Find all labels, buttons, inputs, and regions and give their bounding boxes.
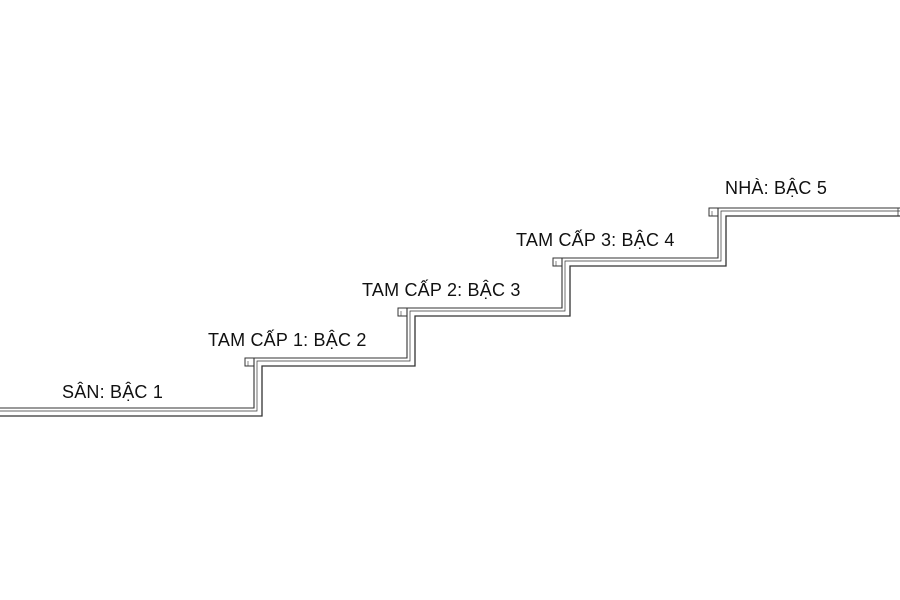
level-label-tam-cap-2: TAM CẤP 2: BẬC 3 bbox=[362, 280, 521, 300]
stair-nosing bbox=[397, 307, 407, 317]
stair-profile bbox=[0, 207, 900, 417]
stair-finish-line-outer bbox=[0, 207, 900, 409]
stair-finish-line-inner bbox=[0, 210, 900, 412]
level-label-tam-cap-3: TAM CẤP 3: BẬC 4 bbox=[516, 230, 675, 250]
level-label-san: SÂN: BẬC 1 bbox=[62, 382, 164, 402]
stair-structure-line bbox=[0, 215, 900, 417]
level-label-tam-cap-1: TAM CẤP 1: BẬC 2 bbox=[208, 330, 367, 350]
stair-nosing bbox=[708, 207, 718, 217]
stair-nosing bbox=[552, 257, 562, 267]
stair-nosing bbox=[244, 357, 254, 367]
level-label-nha: NHÀ: BẬC 5 bbox=[725, 178, 828, 198]
